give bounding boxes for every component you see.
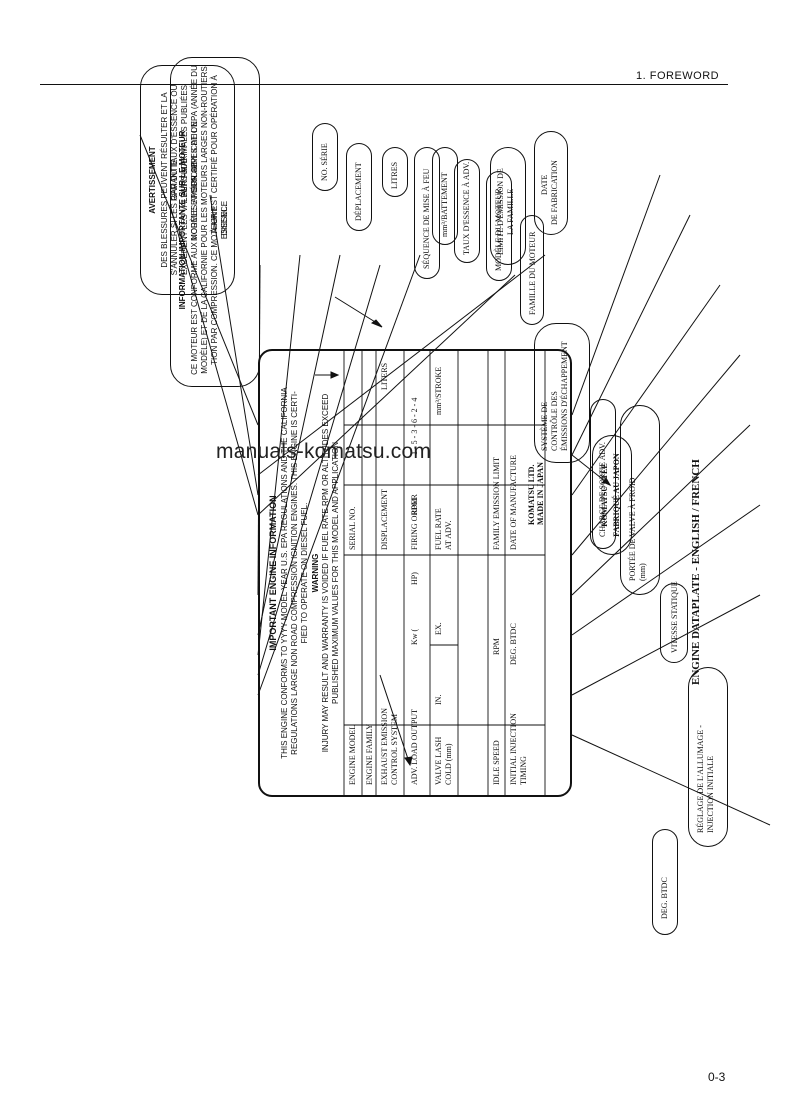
plate-exhaust-1: EXHAUST EMISSION — [380, 708, 389, 785]
plate-fel: FAMILY EMISSION LIMIT — [492, 457, 501, 550]
plate-fuel-2: AT ADV. — [444, 520, 453, 551]
page-header: 1. FOREWORD — [636, 70, 720, 82]
plate-idle: IDLE SPEED — [492, 740, 501, 785]
plate-fuel-1: FUEL RATE — [434, 508, 443, 550]
plate-exhaust-2: CONTROL SYSTEM — [390, 713, 399, 785]
plate-liters: LITERS — [380, 362, 389, 390]
plate-valve-1: VALVE LASH — [434, 736, 443, 785]
plate-kw: Kw ( — [410, 628, 419, 645]
plate-dom: DATE OF MANUFACTURE — [509, 455, 518, 550]
label-date-2: DE FABRICATION — [550, 160, 559, 225]
label-famille: FAMILLE DU MOTEUR — [528, 231, 537, 315]
plate-mfr-2: MADE IN JAPAN — [536, 462, 545, 525]
label-deplacement: DÉPLACEMENT — [354, 162, 363, 221]
label-litres: LITRES — [390, 161, 399, 189]
plate-engine-family: ENGINE FAMILY — [365, 723, 374, 785]
plate-inj-1: INITIAL INJECTION — [509, 713, 518, 785]
label-systeme-1: SYSTÈME DE — [540, 401, 549, 451]
diagram-caption: ENGINE DATAPLATE - ENGLISH / FRENCH — [690, 459, 702, 685]
plate-mfr-1: KOMATSU LTD. — [527, 464, 536, 525]
label-reglage-1: RÉGLAGE DE L'ALLUMAGE - — [696, 725, 705, 833]
plate-ex: EX. — [434, 622, 443, 635]
label-systeme-2: CONTRÔLE DES — [550, 391, 559, 451]
plate-hp: HP) — [410, 572, 419, 585]
label-charge: CHARGE DE SORTIE ADV. — [598, 442, 607, 537]
plate-stroke: mm³/STROKE — [434, 366, 443, 415]
label-deg-btdc: DEG. BTDC — [660, 877, 669, 919]
header-rule — [40, 84, 728, 85]
label-date-1: DATE — [540, 174, 549, 195]
label-taux: TAUX D'ESSENCE À ADV. — [462, 161, 471, 255]
plate-adv-load: ADV. LOAD OUTPUT — [410, 708, 419, 785]
plate-serial: SERIAL NO. — [348, 506, 357, 550]
plate-rpm-2: RPM — [492, 638, 501, 655]
plate-engine-model: ENGINE MODEL — [348, 724, 357, 785]
page-number: 0-3 — [708, 1070, 726, 1084]
label-portee-2: (mm) — [638, 563, 647, 581]
label-vitesse: VITESSE STATIQUE — [670, 581, 679, 653]
plate-firing: FIRING ORDER — [410, 494, 419, 550]
label-limite-1: LIMITE D'ÉMISSION DE — [496, 168, 505, 255]
watermark: manuals-komatsu.com — [216, 440, 432, 463]
label-battement: mm³/BATTEMENT — [440, 172, 449, 237]
plate-valve-2: COLD (mm) — [444, 743, 453, 785]
label-limite-2: LA FAMILLE — [506, 188, 515, 235]
label-systeme-3: ÉMISSIONS D'ÉCHAPPEMENT — [560, 341, 569, 451]
label-serie: NO. SÉRIE — [320, 143, 329, 181]
label-reglage-2: INJECTION INITIALE — [706, 755, 715, 833]
plate-in: IN. — [434, 694, 443, 705]
label-sequence: SÉQUENCE DE MISE À FEU — [422, 168, 431, 269]
plate-deg: DEG. BTDC — [509, 623, 518, 665]
plate-inj-2: TIMING — [519, 756, 528, 785]
label-portee-1: PORTÉE DE VALVE À FROID — [628, 477, 637, 581]
plate-displacement: DISPLACEMENT — [380, 489, 389, 550]
